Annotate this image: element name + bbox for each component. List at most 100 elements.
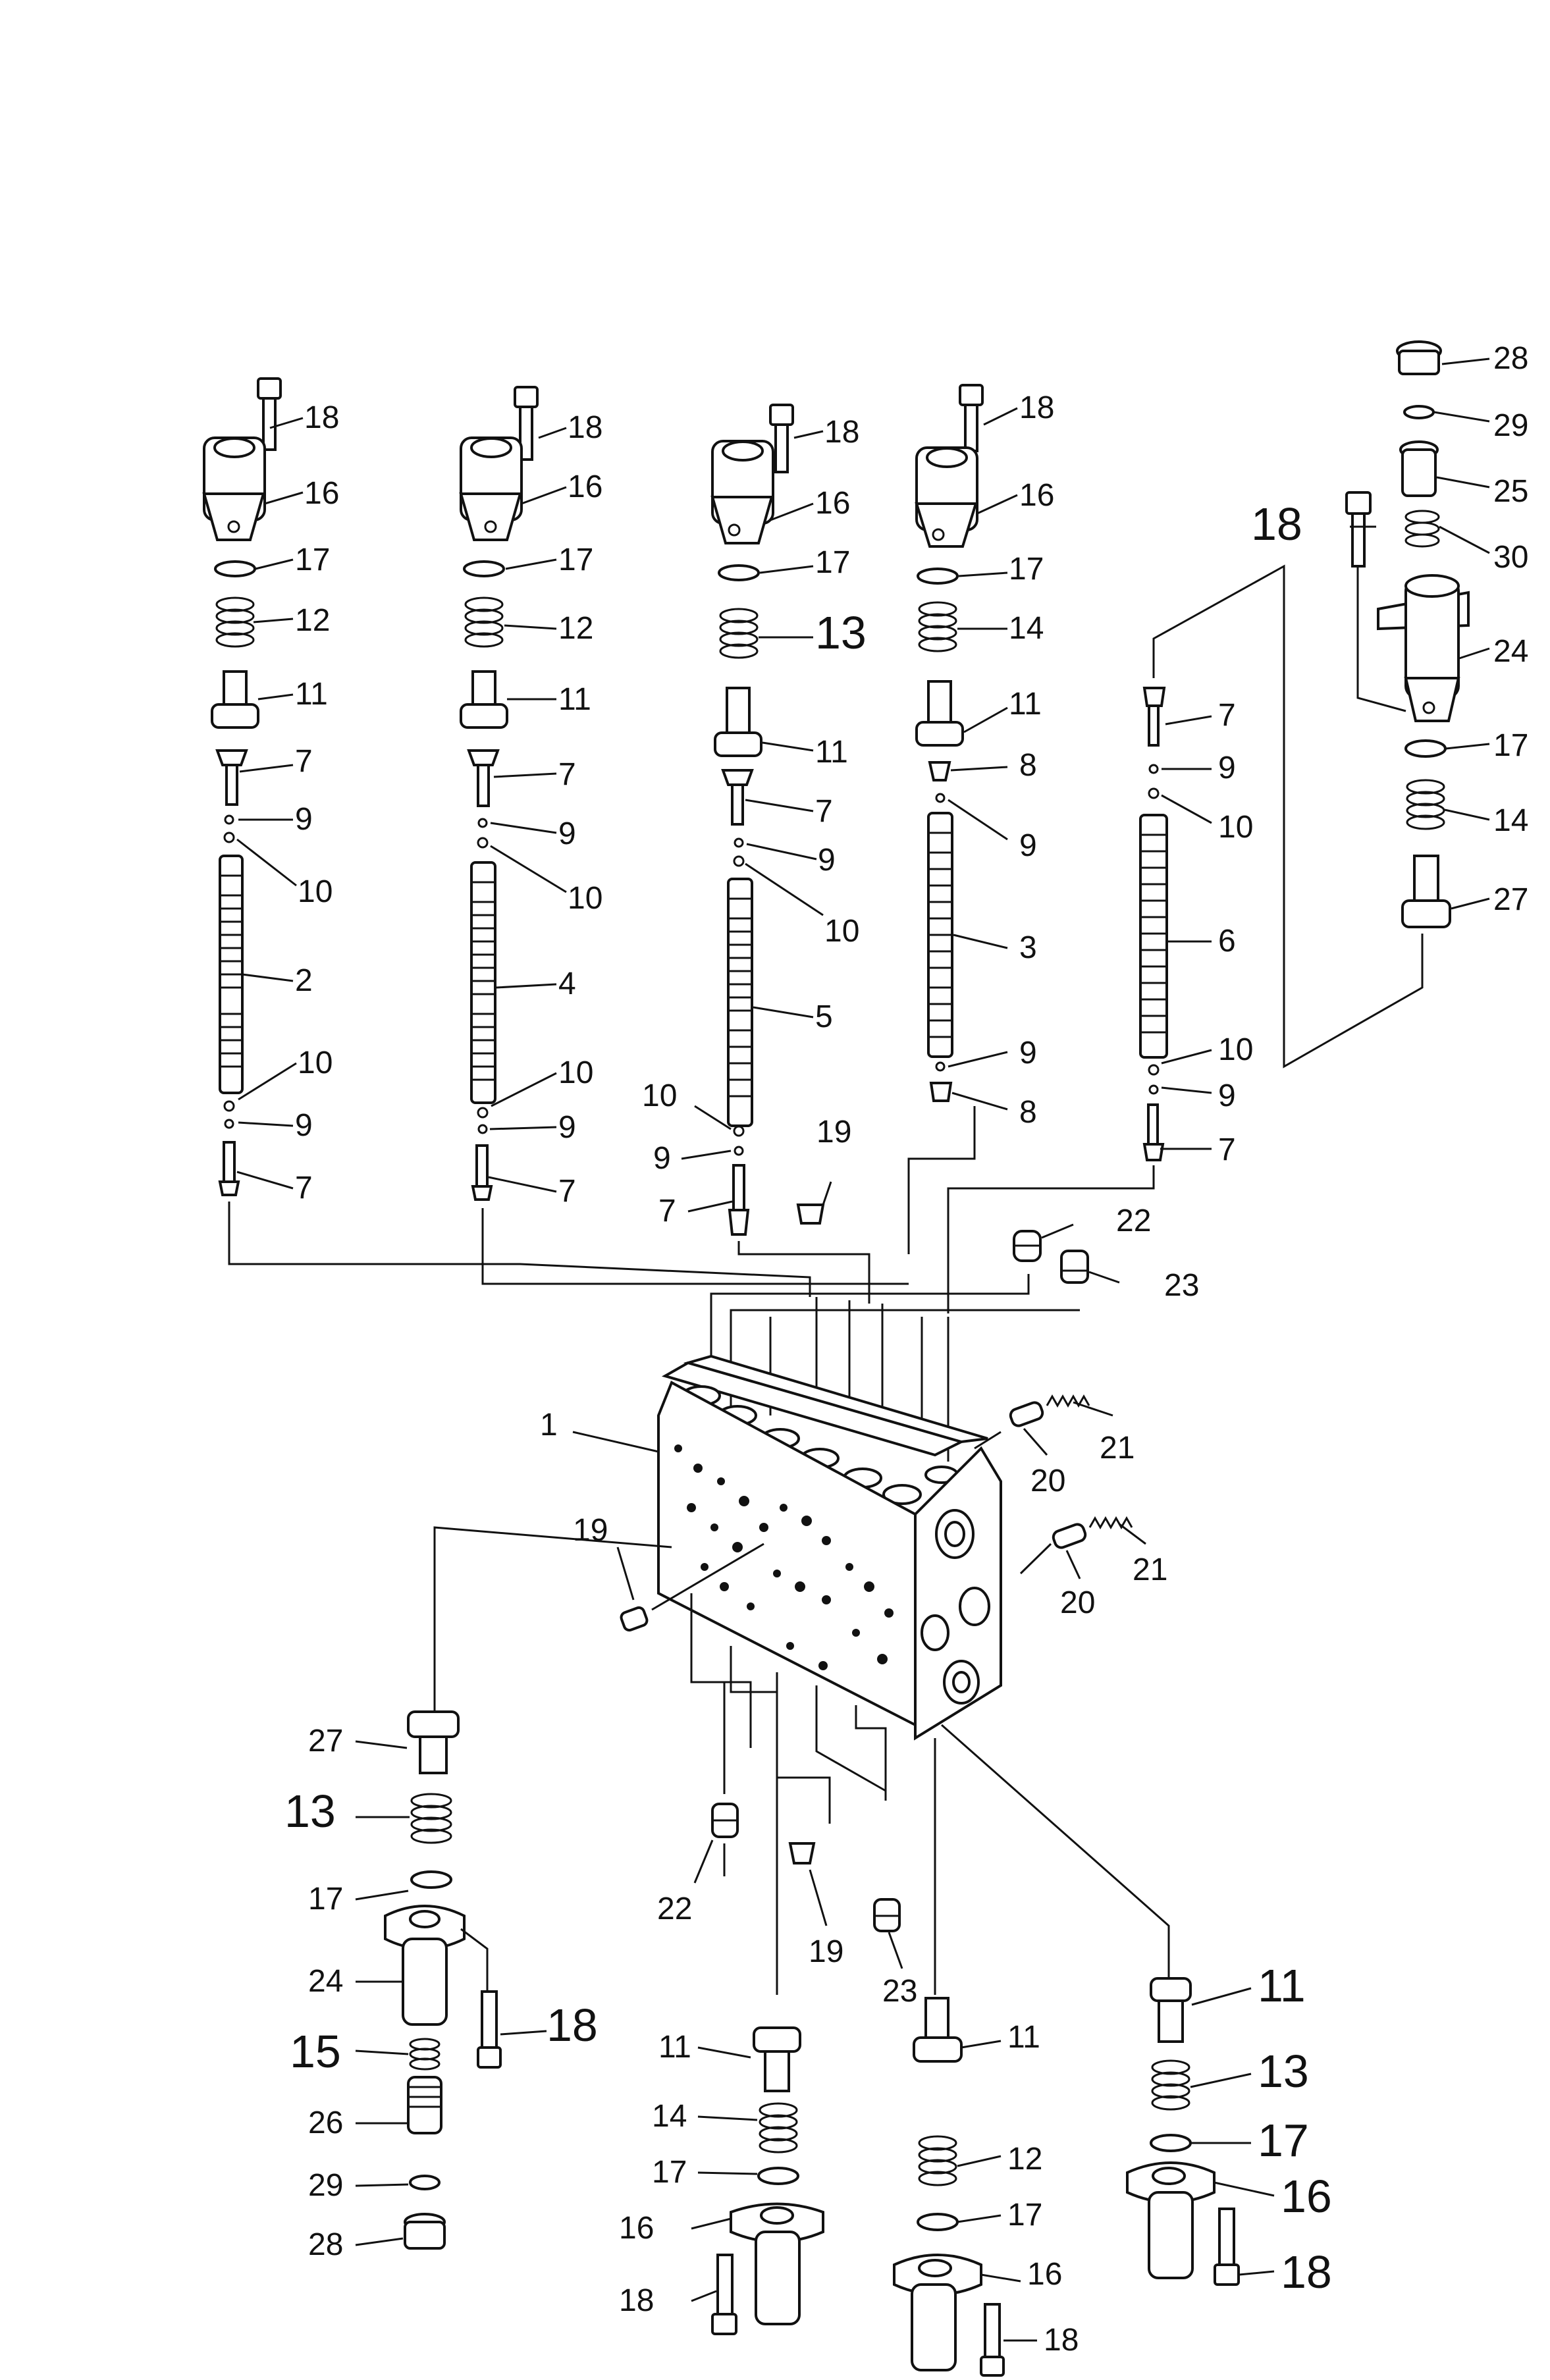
- plug-part: [788, 1842, 816, 1864]
- label-25: 25: [1493, 474, 1528, 509]
- spring-part: [409, 2038, 441, 2071]
- retainer-part: [1150, 1977, 1192, 2043]
- pin-part: [471, 1144, 493, 1201]
- label-7: 7: [815, 794, 833, 829]
- label-5: 5: [815, 999, 833, 1034]
- cover-part: [202, 436, 266, 541]
- label-10: 10: [298, 874, 333, 909]
- pin-part: [728, 1164, 750, 1236]
- spring-part: [1406, 779, 1445, 830]
- label-11: 11: [295, 677, 328, 712]
- label-11: 11: [658, 2030, 691, 2065]
- label-18: 18: [824, 415, 859, 450]
- right-top-group: [1345, 340, 1490, 928]
- spring-part: [918, 601, 957, 652]
- label-16: 16: [815, 486, 850, 521]
- label-23: 23: [1164, 1268, 1199, 1303]
- label-28: 28: [1493, 341, 1528, 376]
- o-ring-part: [757, 2167, 799, 2185]
- label-29: 29: [308, 2168, 343, 2203]
- label-8: 8: [1019, 748, 1037, 783]
- pin-part: [467, 749, 500, 807]
- plug-part: [1060, 1250, 1089, 1284]
- label-22: 22: [1116, 1203, 1151, 1238]
- label-10: 10: [642, 1078, 677, 1113]
- seat-part: [733, 1125, 745, 1137]
- check-part: [928, 761, 951, 781]
- spool-part: [727, 878, 753, 1127]
- label-16: 16: [568, 469, 602, 504]
- seat-part: [477, 1107, 489, 1119]
- seat-part: [1148, 1064, 1160, 1076]
- label-11: 11: [815, 735, 848, 770]
- plug-part: [1009, 1401, 1044, 1427]
- label-1: 1: [540, 1408, 558, 1442]
- label-30: 30: [1493, 540, 1528, 575]
- label-8: 8: [1019, 1095, 1037, 1130]
- bolt-part: [959, 384, 984, 406]
- label-17: 17: [652, 2155, 687, 2190]
- label-29: 29: [1493, 408, 1528, 443]
- label-17: 17: [308, 1882, 343, 1917]
- label-9: 9: [1019, 828, 1037, 863]
- pin-part: [215, 749, 248, 806]
- label-17: 17: [1258, 2115, 1309, 2166]
- bolt-part: [514, 386, 539, 408]
- label-19: 19: [809, 1934, 843, 1969]
- label-11: 11: [1009, 687, 1042, 722]
- label-24: 24: [308, 1964, 343, 1999]
- label-18: 18: [304, 400, 339, 435]
- label-20: 20: [1030, 1464, 1065, 1498]
- label-19: 19: [816, 1115, 851, 1150]
- spring-part: [1046, 1394, 1090, 1408]
- label-9: 9: [558, 816, 576, 851]
- column-spool-6: [1139, 564, 1424, 1161]
- label-10: 10: [1218, 810, 1253, 845]
- pin-part: [1142, 1103, 1165, 1161]
- o-ring-part: [463, 560, 505, 577]
- label-18: 18: [1019, 390, 1054, 425]
- label-23: 23: [882, 1974, 917, 2009]
- label-7: 7: [558, 1174, 576, 1209]
- retainer-part: [714, 687, 762, 757]
- column-spool-3: [915, 384, 1018, 1111]
- label-24: 24: [1493, 634, 1528, 669]
- label-17: 17: [558, 542, 593, 577]
- cover-part: [459, 436, 523, 541]
- seat-part: [1148, 787, 1160, 799]
- label-7: 7: [295, 1171, 313, 1205]
- cover-part: [1377, 574, 1470, 722]
- spring-part: [759, 2102, 798, 2154]
- spring-part: [215, 596, 255, 648]
- label-16: 16: [1281, 2171, 1332, 2222]
- spring-part: [410, 1793, 452, 1844]
- label-9: 9: [1218, 1078, 1236, 1113]
- label-7: 7: [295, 744, 313, 779]
- lower-mid-left-group: [691, 2026, 824, 2335]
- label-12: 12: [558, 611, 593, 646]
- plug-part: [1052, 1523, 1087, 1549]
- retainer-part: [407, 1710, 460, 1774]
- retainer-part: [1401, 855, 1451, 928]
- label-10: 10: [558, 1055, 593, 1090]
- label-11: 11: [558, 682, 591, 717]
- side-ports: [921, 1509, 990, 1705]
- label-9: 9: [653, 1141, 671, 1176]
- retainer-part: [915, 680, 964, 747]
- label-18: 18: [619, 2283, 654, 2318]
- column-spool-5: [681, 404, 824, 1236]
- retainer-part: [211, 670, 259, 729]
- plug-part: [873, 1898, 901, 1932]
- label-19: 19: [573, 1513, 608, 1548]
- retainer-part: [460, 670, 508, 729]
- ball-part: [734, 837, 744, 848]
- label-18: 18: [547, 1999, 598, 2051]
- plug-part: [1396, 340, 1442, 375]
- valve-body: [572, 1354, 1002, 1741]
- label-7: 7: [1218, 1132, 1236, 1167]
- ball-part: [477, 818, 488, 828]
- bolt-part: [257, 377, 282, 451]
- label-21: 21: [1100, 1431, 1135, 1466]
- spool-part: [927, 812, 953, 1058]
